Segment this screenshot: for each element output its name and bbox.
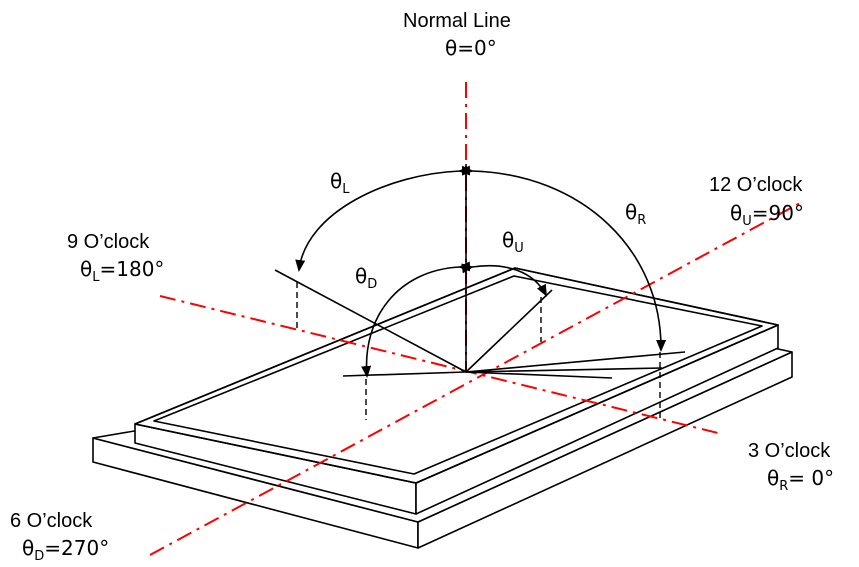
normal-line-label: Normal Line θ=0°: [403, 10, 511, 60]
ray-low-right-2: [465, 371, 613, 379]
arc-labels: θL θR θU θD: [330, 169, 646, 292]
arc-theta-d: [361, 261, 471, 378]
angle-arcs: [295, 165, 667, 378]
nine-oclock-title: 9 O’clock: [67, 231, 150, 253]
normal-line-angle: θ=0°: [445, 36, 497, 60]
arc-label-theta-d: θD: [355, 264, 377, 292]
six-oclock-angle: θD=270°: [22, 536, 109, 564]
twelve-oclock-label: 12 O’clock θU=90°: [709, 174, 804, 229]
arc-theta-u: [461, 263, 547, 297]
twelve-oclock-angle: θU=90°: [730, 201, 804, 229]
six-oclock-title: 6 O’clock: [10, 510, 93, 532]
three-oclock-label: 3 O’clock θR= 0°: [748, 440, 834, 494]
nine-oclock-label: 9 O’clock θL=180°: [67, 231, 164, 285]
normal-line-title: Normal Line: [403, 10, 511, 32]
three-oclock-angle: θR= 0°: [767, 466, 834, 494]
twelve-oclock-title: 12 O’clock: [709, 174, 803, 196]
six-oclock-label: 6 O’clock θD=270°: [10, 510, 109, 564]
arc-theta-l: [295, 165, 471, 272]
arc-theta-r: [461, 165, 667, 352]
arc-label-theta-u: θU: [502, 228, 524, 256]
ray-low-right-1: [465, 367, 663, 373]
three-oclock-title: 3 O’clock: [748, 440, 831, 462]
arc-label-theta-l: θL: [330, 169, 350, 197]
arc-label-theta-r: θR: [625, 200, 646, 228]
nine-oclock-angle: θL=180°: [80, 257, 164, 285]
ray-right: [465, 351, 686, 373]
